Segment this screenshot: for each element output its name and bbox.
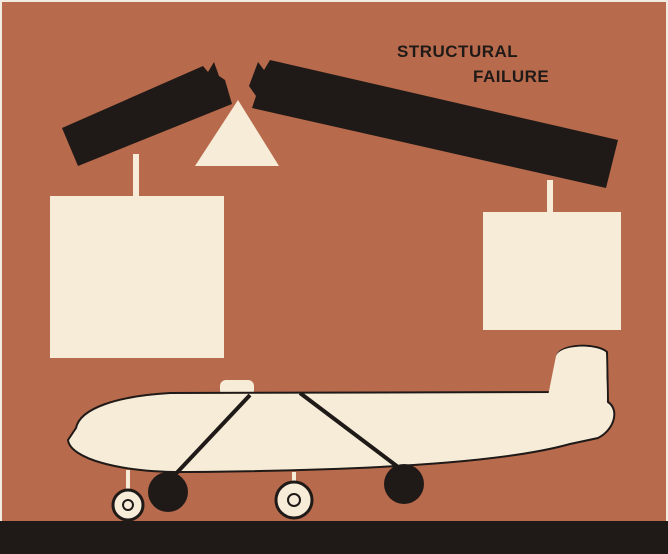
center-wheel-hub bbox=[287, 493, 301, 507]
right-weight-rod bbox=[547, 180, 553, 216]
caption-line-1: STRUCTURAL bbox=[397, 42, 518, 61]
left-main-wheel bbox=[148, 472, 188, 512]
left-weight-rod bbox=[133, 154, 139, 198]
beam-right-segment bbox=[249, 60, 618, 188]
ground-strip bbox=[0, 521, 668, 554]
left-weight-block bbox=[50, 196, 224, 358]
airplane bbox=[66, 344, 616, 522]
right-weight-block bbox=[483, 212, 621, 330]
right-gear-strut bbox=[298, 391, 404, 472]
caption-line-2: FAILURE bbox=[473, 67, 549, 86]
airplane-tail-fin bbox=[548, 346, 607, 400]
beam-left-segment bbox=[62, 62, 232, 166]
left-gear-strut bbox=[168, 393, 252, 482]
right-main-wheel bbox=[384, 464, 424, 504]
nose-wheel-hub bbox=[122, 499, 134, 511]
fulcrum-triangle bbox=[195, 100, 279, 166]
